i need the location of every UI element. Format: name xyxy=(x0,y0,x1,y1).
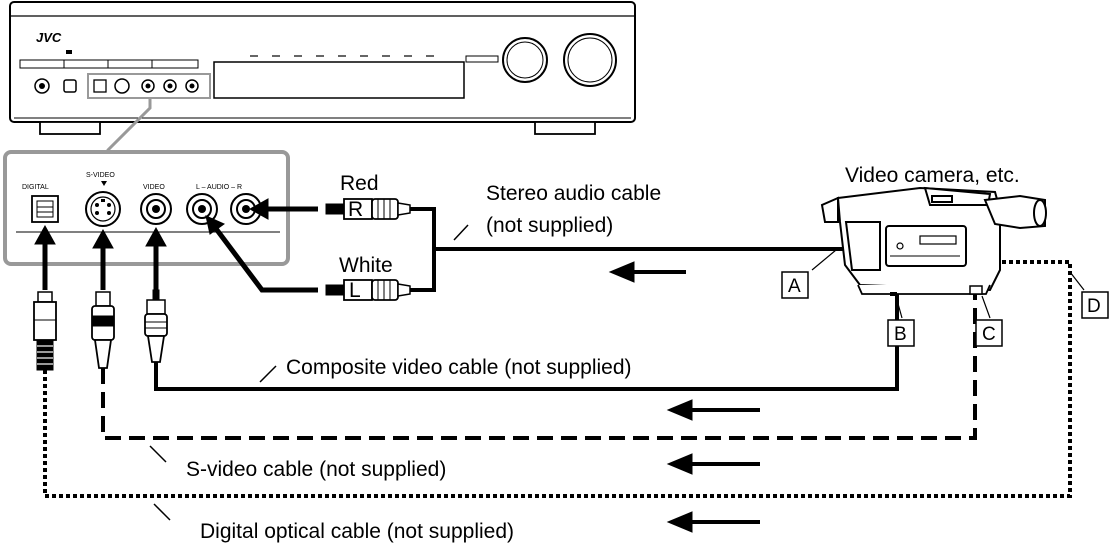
video-jack-label: VIDEO xyxy=(143,184,165,191)
audio-left-jack[interactable] xyxy=(186,193,218,225)
composite-video-cable-label: Composite video cable (not supplied) xyxy=(286,356,632,379)
white-plug-letter: L xyxy=(349,279,361,302)
receiver-brand: JVC xyxy=(36,30,62,45)
digital-optical-cable-label: Digital optical cable (not supplied) xyxy=(200,520,514,543)
digital-optical-jack[interactable] xyxy=(31,195,59,223)
white-plug-label: White xyxy=(339,254,393,277)
s-video-cable xyxy=(101,293,977,440)
digital-optical-cable xyxy=(43,260,1072,498)
flow-arrow-composite xyxy=(666,399,760,421)
s-video-jack[interactable] xyxy=(85,191,121,227)
stereo-audio-cable-loop xyxy=(410,207,436,292)
front-jack-panel: DIGITAL S-VIDEO VIDEO L – AUDIO – R xyxy=(3,150,290,266)
master-knob xyxy=(563,33,617,87)
receiver-display xyxy=(213,61,465,99)
receiver-front-panel: JVC xyxy=(9,1,636,135)
volume-knob xyxy=(502,37,548,83)
video-jack[interactable] xyxy=(140,193,172,225)
digital-jack-label: DIGITAL xyxy=(22,184,49,191)
video-camera xyxy=(820,186,1047,295)
terminal-b-box: B xyxy=(887,319,915,347)
flow-arrow-digital xyxy=(666,511,760,533)
camera-label: Video camera, etc. xyxy=(845,164,1020,187)
flow-arrow-s-video xyxy=(666,453,760,475)
terminal-c-box: C xyxy=(975,319,1003,347)
terminal-c-label: C xyxy=(982,324,996,345)
digital-optical-leader xyxy=(153,503,171,521)
s-video-jack-label: S-VIDEO xyxy=(86,172,115,179)
s-video-cable-label: S-video cable (not supplied) xyxy=(186,458,446,481)
terminal-d-box: D xyxy=(1081,291,1109,319)
receiver-foot-left xyxy=(39,121,101,135)
stereo-audio-leader xyxy=(453,224,469,241)
audio-right-jack[interactable] xyxy=(230,193,262,225)
composite-video-leader xyxy=(259,365,277,383)
red-audio-plug xyxy=(325,198,411,220)
receiver-foot-right xyxy=(534,121,596,135)
signal-flow-arrows xyxy=(608,261,760,533)
s-video-leader xyxy=(149,445,167,463)
flow-arrow-audio xyxy=(608,261,686,283)
terminal-b-label: B xyxy=(894,324,907,345)
red-plug-label: Red xyxy=(340,172,379,195)
white-audio-plug xyxy=(325,279,411,301)
terminal-a-label: A xyxy=(788,276,801,297)
terminal-d-label: D xyxy=(1087,296,1101,317)
stereo-audio-cable-label-1: Stereo audio cable xyxy=(486,182,661,205)
digital-optical-plug xyxy=(33,291,57,371)
audio-jack-label: L – AUDIO – R xyxy=(196,184,242,191)
terminal-a-box: A xyxy=(781,271,809,299)
stereo-audio-cable-label-2: (not supplied) xyxy=(486,214,613,237)
insertion-arrows xyxy=(34,198,318,293)
s-video-plug xyxy=(91,291,115,369)
red-plug-letter: R xyxy=(348,198,363,221)
composite-video-plug xyxy=(144,289,168,363)
